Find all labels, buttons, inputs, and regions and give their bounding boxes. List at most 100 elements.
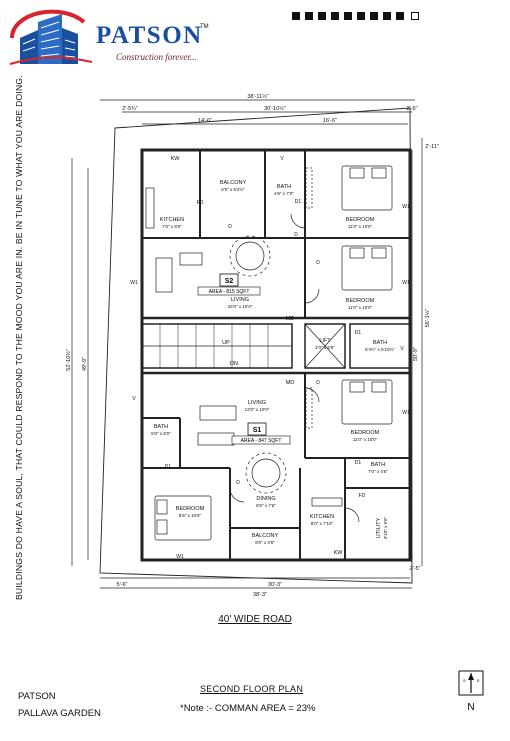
building-logo-icon [9,9,93,65]
room-living-low: LIVING [248,400,266,406]
decorative-squares [292,12,419,20]
dim-bottom-right: 2'-5" [410,566,421,572]
room-balcony-low-dim: 9'0" x 3'6" [255,540,275,545]
brand-trademark: TM [200,24,209,30]
dim-right-top: 2'-11" [425,144,439,150]
north-arrow-icon: S E N [458,670,484,713]
tag-v-top: V [280,156,284,162]
room-dining-dim: 8'6" x 7'6" [256,503,276,508]
square-icon [318,12,326,20]
square-icon [331,12,339,20]
room-bedroom-mid-dim: 11'0" x 10'0" [348,305,373,310]
tag-d1-bath-mid: D1 [355,330,362,336]
dim-left-overall: 52'-10½" [65,349,72,371]
tag-d1-bath-left: D1 [165,464,172,470]
tag-d-bath-top: D [294,232,298,238]
room-bedroom-mid: BEDROOM [346,298,375,304]
room-living-top: LIVING [231,297,249,303]
brand-logo: PATSON TM Construction forever... [8,8,209,68]
project-site: PALLAVA GARDEN [18,708,101,719]
room-md-top: MD [286,316,295,322]
compass-left-mark: S [463,678,466,683]
tag-d-dining: D [236,480,240,486]
room-bath-mid: BATH [373,340,387,346]
tag-fd-low: FD [359,493,366,499]
tag-d-bedroom-low: D [316,380,320,386]
room-utility-dim: 3'10" x 5'6" [383,517,388,540]
dim-bottom-overall: 38'-3" [253,592,267,598]
room-balcony-top: BALCONY [220,180,247,186]
project-company: PATSON [18,691,56,702]
brand-tagline: Construction forever... [116,52,197,62]
plan-title: SECOND FLOOR PLAN [200,684,304,694]
tag-w1-left-top: W1 [130,280,138,286]
floor-plan-drawing: 38'-11½" 30'-10½" 2'-5¾" 2'-6" 14'-6" 16… [65,93,439,598]
room-bedroom-top: BEDROOM [346,217,375,223]
room-bedroom-top-dim: 11'0" x 10'0" [348,224,373,229]
dim-right-overall: 56'-1½" [424,309,431,328]
compass: S E N [458,670,484,716]
dim-bottom-left: 5'-6" [117,582,128,588]
room-dining: DINING [256,496,275,502]
dim-top-seg2: 16'-6" [323,118,337,124]
room-lift: LIFT [319,338,331,344]
square-icon [344,12,352,20]
tag-fd-top: FD [197,200,204,206]
square-icon [396,12,404,20]
unit-s1-badge: S1 AREA - 847 SQFT [231,422,291,445]
dim-top-right: 2'-6" [407,106,418,112]
unit-s2-area: AREA - 815 SQFT [209,289,250,295]
unit-s1-id: S1 [253,427,262,434]
room-kitchen-top: KITCHEN [160,217,184,223]
tag-w1-bottom: W1 [176,554,184,560]
room-living-low-dim: 13'0" x 10'0" [245,407,270,412]
site-boundary [99,107,413,584]
room-kitchen-top-dim: 7'0" x 8'0" [162,224,182,229]
room-kitchen-low: KITCHEN [310,514,334,520]
room-lift-dim: 4'0" x 5'6" [315,345,335,350]
project-block: PATSON PALLAVA GARDEN [18,688,101,722]
dim-top-overall: 38'-11½" [247,93,268,100]
dim-right-inner: 50'-9" [413,347,419,361]
room-living-top-dim: 16'0" x 10'0" [228,304,253,309]
room-bath-mid-dim: 5'4½" x 5'10½" [365,346,395,352]
dim-top-inner: 30'-10½" [264,105,286,112]
room-bath-low: BATH [371,462,385,468]
room-md-low: MD [286,380,295,386]
square-icon [292,12,300,20]
tag-d-kitchen: D [228,224,232,230]
unit-s2-id: S2 [225,278,234,285]
tag-w1-right-low: W1 [402,410,410,416]
side-quote: BUILDINGS DO HAVE A SOUL, THAT COULD RES… [14,75,24,600]
tag-d1-bath-low: D1 [355,460,362,466]
room-balcony-top-dim: 6'5" x 5'4½" [221,186,245,192]
room-kitchen-low-dim: 8'0" x 7'10" [311,521,334,526]
room-utility: UTILITY [376,517,382,538]
common-area-note: *Note :- COMMAN AREA = 23% [180,703,316,714]
dim-bottom-inner: 30'-3" [268,582,282,588]
room-bedroom-low: BEDROOM [351,430,380,436]
room-bath-left-dim: 5'0" x 8'0" [151,431,171,436]
compass-right-mark: E [477,678,480,683]
unit-s2-badge: S2 AREA - 815 SQFT [197,273,261,296]
tag-v-left: V [132,396,136,402]
dim-left-inner: 49'-9" [82,357,88,371]
square-icon [383,12,391,20]
room-balcony-low: BALCONY [252,533,279,539]
tag-d-bedroom-mid: D [316,260,320,266]
room-bath-low-dim: 7'0" x 4'6" [368,469,388,474]
brand-name: PATSON [96,22,203,49]
room-bedroom-left-dim: 8'6" x 10'6" [179,513,202,518]
dim-top-seg1: 14'-6" [198,118,212,124]
square-icon [357,12,365,20]
compass-north-label: N [467,702,474,713]
tag-w1-right-top: W1 [402,204,410,210]
tag-v-right: V [400,346,404,352]
room-bath-left: BATH [154,424,168,430]
square-icon [305,12,313,20]
tag-d1-bath-top: D1 [295,199,302,205]
room-bath-top-dim: 4'6" x 7'0" [274,191,294,196]
dim-top-left: 2'-5¾" [122,106,138,112]
square-icon [370,12,378,20]
outer-wall [140,148,412,562]
